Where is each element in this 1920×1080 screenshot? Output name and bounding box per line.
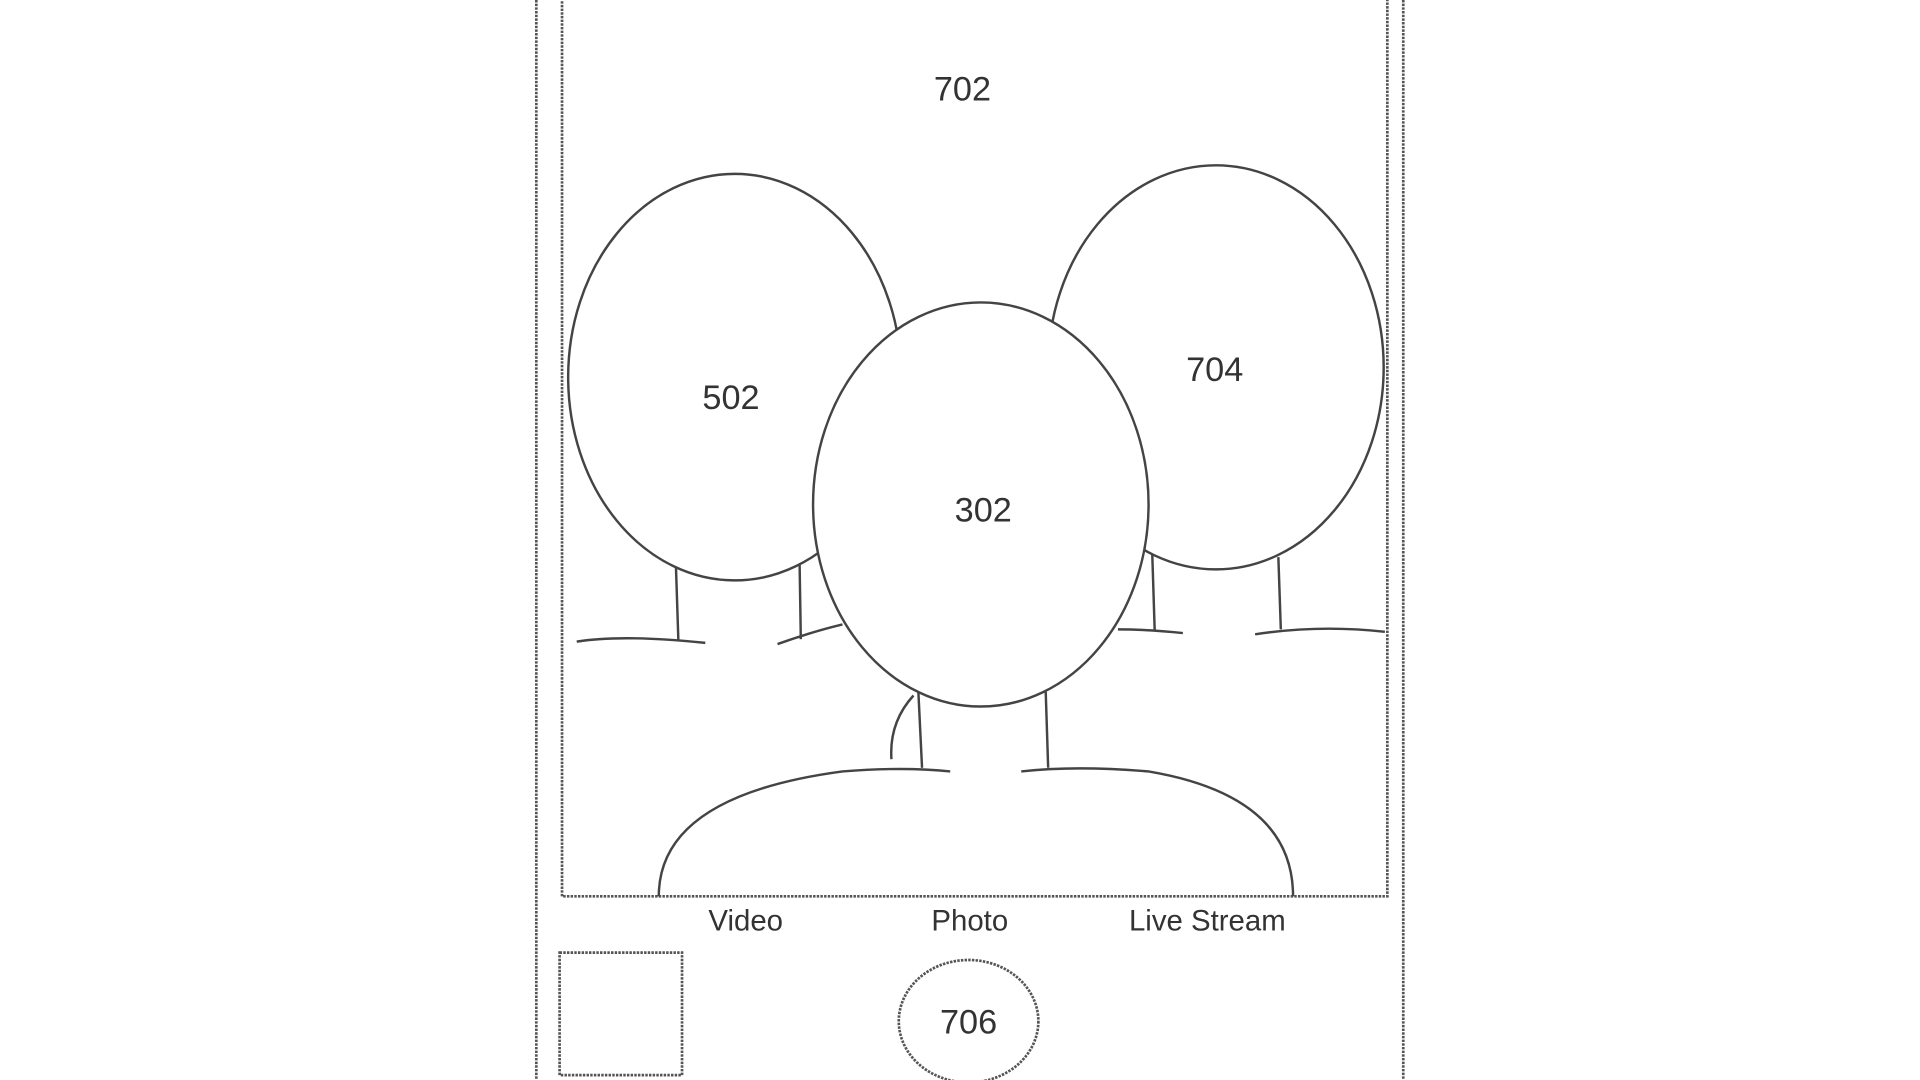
mode-selector: Video Photo Live Stream xyxy=(708,905,1285,938)
shutter-label: 706 xyxy=(940,1003,997,1041)
person-left-label: 502 xyxy=(702,379,759,417)
mode-live-stream[interactable]: Live Stream xyxy=(1129,905,1286,938)
shutter-button[interactable]: 706 xyxy=(897,958,1040,1080)
person-center xyxy=(657,301,1295,897)
person-center-label: 302 xyxy=(955,492,1012,530)
gallery-thumbnail-button[interactable] xyxy=(558,951,684,1077)
shutter-circle[interactable] xyxy=(897,958,1040,1080)
preview-label: 702 xyxy=(934,70,991,108)
mode-video[interactable]: Video xyxy=(708,905,783,938)
camera-preview: 702 502 302 704 xyxy=(560,0,1389,898)
mode-photo[interactable]: Photo xyxy=(931,905,1008,938)
person-right-label: 704 xyxy=(1186,351,1243,389)
preview-frame xyxy=(560,0,1389,898)
